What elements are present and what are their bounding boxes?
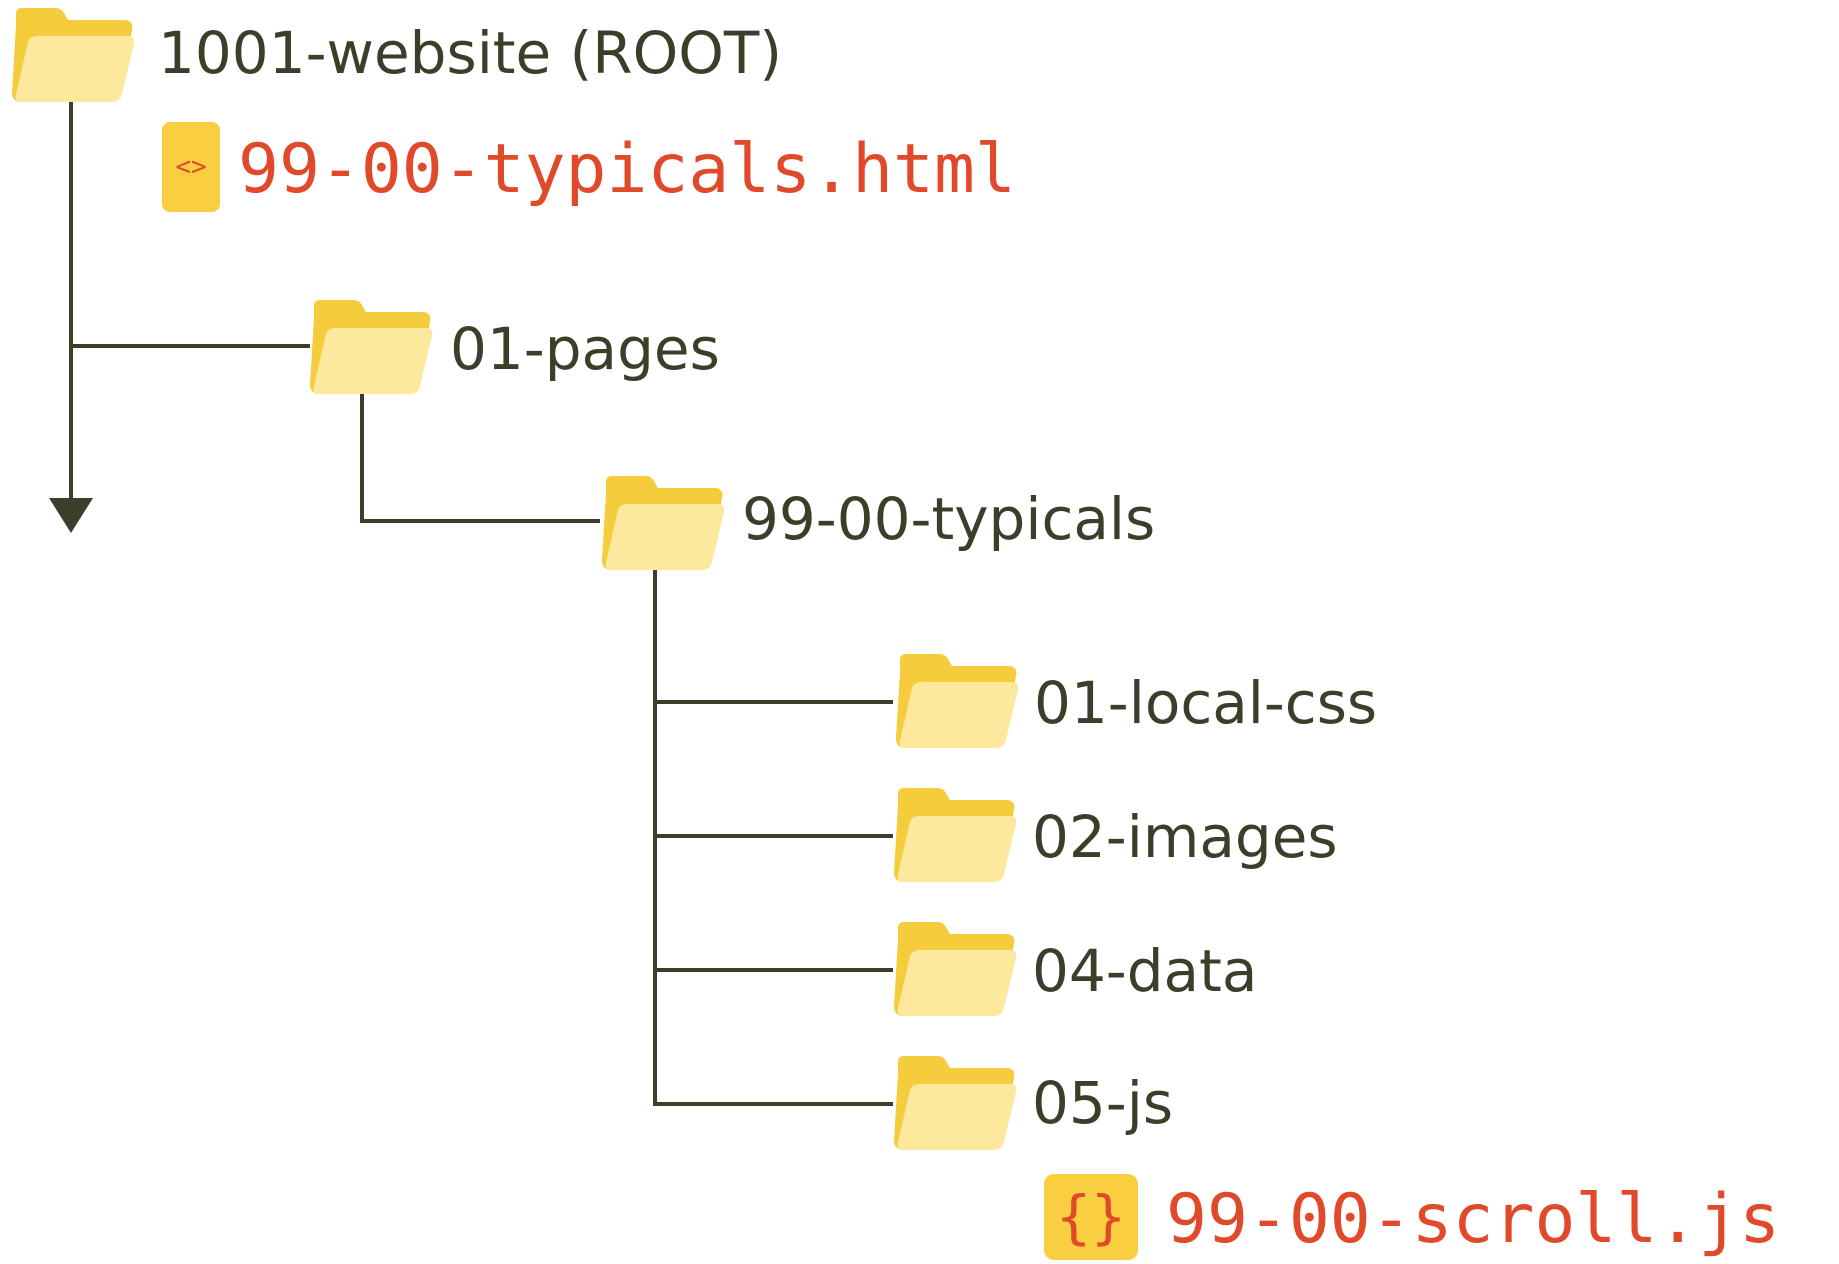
root-folder-label: 1001-website (ROOT) — [158, 19, 782, 87]
images-folder-label: 02-images — [1032, 803, 1338, 871]
folder-icon — [894, 788, 1016, 882]
js-folder-label: 05-js — [1032, 1069, 1174, 1137]
js-file-glyph: {} — [1056, 1183, 1126, 1251]
local-css-folder-label: 01-local-css — [1034, 669, 1378, 737]
folder-icon — [602, 476, 724, 570]
typicals-folder-label: 99-00-typicals — [742, 485, 1156, 553]
js-file-label: 99-00-scroll.js — [1166, 1180, 1781, 1259]
html-file-icon: <> — [162, 122, 220, 212]
folder-icon — [310, 300, 432, 394]
pages-folder-label: 01-pages — [450, 315, 720, 383]
js-file-icon: {} — [1044, 1174, 1138, 1260]
arrow-down-icon — [49, 498, 93, 533]
folder-icon — [896, 654, 1018, 748]
html-file-glyph: <> — [175, 152, 207, 182]
folder-icon — [894, 1056, 1016, 1150]
folder-icon — [894, 922, 1016, 1016]
folder-icon — [12, 8, 134, 102]
data-folder-label: 04-data — [1032, 937, 1258, 1005]
root-html-file-label: 99-00-typicals.html — [238, 130, 1016, 209]
typicals-branch-line — [360, 392, 600, 523]
